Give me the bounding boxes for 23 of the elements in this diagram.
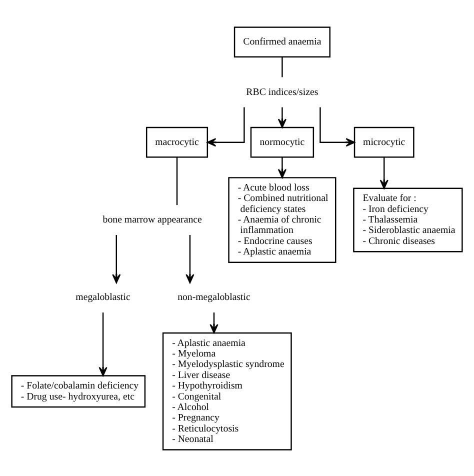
node-box: microcytic: [354, 126, 414, 158]
arrow: [112, 234, 121, 283]
node-text: bone marrow appearance: [102, 214, 202, 226]
connector: [282, 56, 283, 77]
connector: [176, 156, 178, 205]
node-text: non-megaloblastic: [178, 292, 250, 303]
node-box: - Aplastic anaemia - Myeloma - Myelodysplastic syndrome - Liver disease - Hypothyroidism - Congenital - Alcohol - Pregnancy - Reticulocytosis - Neonatal: [162, 332, 292, 450]
arrow: [278, 156, 287, 178]
node-box: - Acute blood loss - Combined nutritional deficiency states - Anaemia of chronic inflammation - Endocrine causes - Aplastic anaemia: [228, 176, 336, 262]
arrow: [380, 156, 388, 188]
node-box: Confirmed anaemia: [234, 26, 330, 57]
node-box: Evaluate for : - Iron deficiency - Thalassemia - Sideroblastic anaemia - Chronic diseases: [353, 187, 463, 252]
arrow: [320, 106, 356, 146]
node-text: megaloblastic: [76, 292, 130, 303]
node-text: RBC indices/sizes: [246, 86, 318, 98]
arrow: [98, 312, 108, 376]
arrow: [206, 106, 245, 146]
node-box: - Folate/cobalamin deficiency - Drug use- hydroxyurea, etc: [11, 374, 146, 408]
node-box: normocytic: [250, 126, 314, 158]
node-box: macrocytic: [146, 126, 208, 158]
arrow: [278, 106, 287, 128]
arrow: [186, 234, 194, 283]
arrow: [210, 312, 218, 333]
